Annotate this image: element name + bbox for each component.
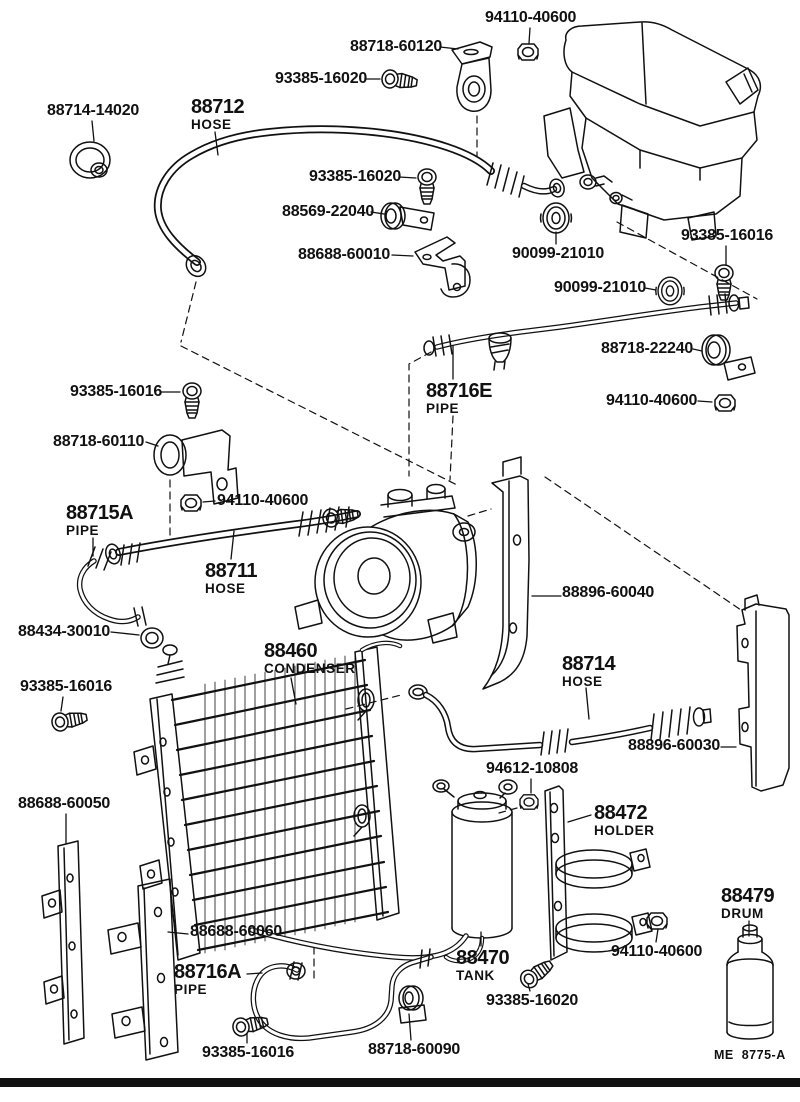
leader-lines	[60, 27, 750, 1044]
page-bottom-rule	[0, 1078, 800, 1087]
label-88718-22240: 88718-22240	[601, 340, 694, 357]
label-88569-22040: 88569-22040	[282, 203, 375, 220]
clamp-88718-22240-drawing	[701, 334, 756, 381]
bolt-93385-16020-top	[380, 68, 419, 93]
label-88434-30010: 88434-30010	[18, 623, 111, 640]
bracket-88896-60030-drawing	[736, 594, 790, 792]
grommet-88434-30010-drawing	[140, 627, 164, 649]
pipe-88716e-drawing	[423, 293, 750, 371]
diagram-code: ME 8775-A	[714, 1048, 786, 1062]
bolt-93385-16020-upper	[417, 168, 437, 205]
clamp-88569-22040-drawing	[380, 202, 435, 231]
clamp-88714-14020-drawing	[69, 141, 111, 179]
label-88688-60060: 88688-60060	[190, 923, 283, 940]
nut-94612-10808	[519, 794, 539, 810]
label-93385-16016-upper-right: 93385-16016	[681, 227, 774, 244]
label-88718-60090: 88718-60090	[368, 1041, 461, 1058]
construction-lines	[169, 115, 758, 980]
label-90099-21010-lower: 90099-21010	[554, 279, 647, 296]
bolt-93385-16016-lower-left	[49, 707, 89, 734]
hose-88711-drawing	[105, 506, 361, 566]
nut-94110-mid	[180, 494, 202, 512]
grommet-90099-lower	[655, 276, 685, 306]
bracket-88688-60010-drawing	[414, 236, 471, 298]
label-93385-16016-bottom: 93385-16016	[202, 1044, 295, 1061]
bracket-88718-60110-drawing	[153, 429, 239, 505]
bolt-93385-16016-mid-left	[182, 382, 202, 419]
label-88718-60120: 88718-60120	[350, 38, 443, 55]
holder-88472-drawing	[544, 785, 653, 961]
bracket-88688-60060-drawing	[107, 878, 179, 1061]
tank-88470-drawing	[432, 779, 518, 964]
drum-88479-drawing	[726, 924, 774, 1040]
label-93385-16020-bottom: 93385-16020	[486, 992, 579, 1009]
bolt-93385-16020-bottom	[516, 955, 558, 992]
compressor-drawing	[294, 483, 477, 644]
hose-88714-drawing	[408, 684, 712, 756]
bracket-88718-60120-drawing	[451, 41, 493, 112]
label-88688-60010: 88688-60010	[298, 246, 391, 263]
label-94110-40600-bottom: 94110-40600	[611, 943, 703, 960]
label-94612-10808: 94612-10808	[486, 760, 579, 777]
hose-88712-drawing	[153, 125, 565, 278]
condenser-drawing	[133, 640, 403, 961]
nut-94110-top	[517, 43, 539, 61]
nut-94110-right	[714, 394, 736, 412]
label-93385-16016-mid-left: 93385-16016	[70, 383, 163, 400]
condenser-fins	[204, 653, 356, 954]
bracket-88688-60050-drawing	[41, 840, 85, 1045]
clamp-88718-60090-drawing	[398, 985, 427, 1024]
condenser-tubes	[170, 658, 390, 952]
label-88714-14020: 88714-14020	[47, 102, 140, 119]
label-93385-16020-upper: 93385-16020	[309, 168, 402, 185]
label-93385-16020-top: 93385-16020	[275, 70, 368, 87]
engine-drawing	[543, 21, 762, 241]
label-94110-40600-top: 94110-40600	[485, 9, 577, 26]
label-88688-60050: 88688-60050	[18, 795, 111, 812]
pipe-condenser-outlet-drawing	[249, 927, 469, 961]
label-88896-60030: 88896-60030	[628, 737, 721, 754]
grommet-90099-upper	[539, 202, 573, 234]
label-90099-21010-upper: 90099-21010	[512, 245, 605, 262]
bolt-93385-16016-bottom	[230, 1011, 271, 1039]
label-88718-60110: 88718-60110	[53, 433, 145, 450]
label-94110-40600-right: 94110-40600	[606, 392, 698, 409]
pipe-88716a-drawing	[250, 948, 434, 1042]
label-94110-40600-mid: 94110-40600	[217, 492, 309, 509]
bracket-88896-60040-drawing	[482, 456, 530, 690]
label-93385-16016-lower-left: 93385-16016	[20, 678, 113, 695]
label-88896-60040: 88896-60040	[562, 584, 655, 601]
